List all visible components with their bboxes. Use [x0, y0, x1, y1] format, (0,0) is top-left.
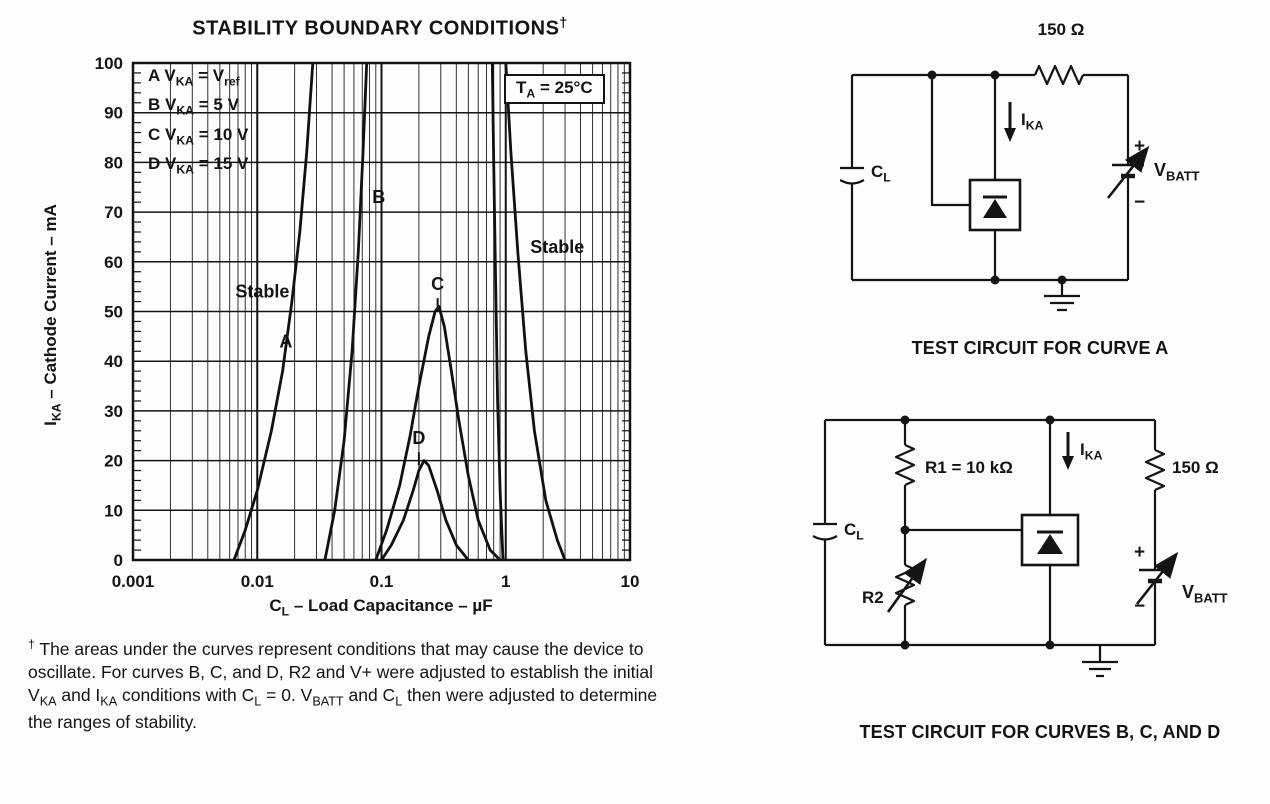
- ika-arrowhead: [1062, 456, 1074, 470]
- ika-label: IKA: [1021, 110, 1044, 133]
- y-tick-label: 0: [114, 551, 123, 570]
- annotation-a: A: [279, 331, 292, 351]
- r2-label: R2: [862, 588, 884, 607]
- circuit-a-caption: TEST CIRCUIT FOR CURVE A: [911, 338, 1169, 358]
- x-axis-title: CL – Load Capacitance – µF: [269, 596, 493, 619]
- temperature-condition: TA = 25°C: [504, 74, 605, 105]
- y-tick-label: 80: [104, 153, 123, 172]
- curve-B: [490, 63, 505, 560]
- x-tick-label: 0.1: [370, 572, 394, 591]
- annotation-stable: Stable: [530, 237, 584, 257]
- legend-item-c: C VKA = 10 V: [148, 124, 249, 148]
- cl-label: CL: [844, 520, 864, 543]
- junction-dot: [1045, 415, 1055, 425]
- circuit-bcd-schematic: [812, 415, 1179, 678]
- resistor-150-label: 150 Ω: [1037, 20, 1085, 39]
- plus-sign: +: [1134, 542, 1146, 563]
- ika-arrowhead: [1004, 128, 1016, 142]
- junction-dot: [900, 640, 910, 650]
- y-tick-label: 20: [104, 452, 123, 471]
- junction-dot: [1045, 640, 1055, 650]
- curve-C: [374, 305, 502, 560]
- y-tick-label: 70: [104, 203, 123, 222]
- curve-D: [380, 459, 470, 560]
- junction-dot: [927, 70, 937, 80]
- annotation-b: B: [372, 187, 385, 207]
- test-circuit-bcd: R1 = 10 kΩ IKA 150 Ω CL R2 + − VBATT TES…: [810, 400, 1270, 760]
- y-tick-label: 50: [104, 303, 123, 322]
- legend-item-d: D VKA = 15 V: [148, 154, 249, 177]
- annotation-d: D: [412, 428, 425, 448]
- chart-title: STABILITY BOUNDARY CONDITIONS†: [192, 14, 568, 40]
- chart-legend: A VKA = Vref B VKA = 5 V C VKA = 10 V D …: [148, 64, 248, 182]
- ika-label: IKA: [1080, 440, 1103, 463]
- resistor-150-label: 150 Ω: [1172, 458, 1219, 477]
- device-triangle: [1037, 534, 1063, 554]
- junction-dot: [900, 415, 910, 425]
- variable-source-arrow: [1106, 145, 1150, 199]
- cl-label: CL: [871, 162, 891, 185]
- curve-A: [232, 63, 315, 560]
- y-tick-label: 40: [104, 352, 123, 371]
- r2-variable-arrow: [886, 557, 928, 613]
- y-tick-label: 60: [104, 253, 123, 272]
- junction-dot: [900, 525, 910, 535]
- junction-dot: [990, 275, 1000, 285]
- legend-item-b: B VKA = 5 V: [148, 95, 239, 118]
- x-tick-label: 10: [621, 572, 640, 591]
- minus-sign: −: [1134, 596, 1146, 617]
- y-axis-title: IKA – Cathode Current – mA: [41, 204, 64, 426]
- variable-source-arrow: [1135, 551, 1179, 605]
- y-tick-label: 90: [104, 104, 123, 123]
- y-tick-label: 10: [104, 501, 123, 520]
- ref-wire: [930, 75, 970, 207]
- test-circuit-a: 150 Ω IKA CL + − VBATT TEST CIRCUIT FOR …: [840, 20, 1270, 390]
- y-tick-label: 30: [104, 402, 123, 421]
- r1-label: R1 = 10 kΩ: [925, 458, 1013, 477]
- curve-A: [504, 63, 567, 560]
- device-triangle: [983, 199, 1007, 218]
- x-tick-label: 1: [501, 572, 510, 591]
- x-tick-label: 0.001: [112, 572, 155, 591]
- ground-icon: [1082, 660, 1118, 678]
- resistor-150: [1144, 448, 1166, 492]
- legend-item-a: A VKA = Vref: [148, 66, 240, 89]
- curve-B: [323, 63, 369, 560]
- resistor-r1: [894, 443, 916, 487]
- junction-dot: [990, 70, 1000, 80]
- vbatt-label: VBATT: [1182, 582, 1228, 606]
- annotation-stable: Stable: [235, 282, 289, 302]
- curves-group: [232, 63, 567, 560]
- circuit-bcd-caption: TEST CIRCUIT FOR CURVES B, C, AND D: [859, 722, 1221, 742]
- plus-sign: +: [1134, 136, 1146, 157]
- footnote: † The areas under the curves represent c…: [28, 637, 658, 732]
- resistor-150: [1033, 64, 1085, 86]
- annotation-c: C: [431, 274, 444, 294]
- vbatt-label: VBATT: [1154, 160, 1200, 184]
- minus-sign: −: [1134, 192, 1146, 213]
- capacitor-plate-bottom: [812, 535, 838, 541]
- capacitor-plate-bottom: [840, 179, 865, 185]
- x-tick-label: 0.01: [241, 572, 274, 591]
- ground-icon: [1044, 294, 1080, 312]
- y-tick-label: 100: [95, 55, 123, 73]
- circuit-a-schematic: [840, 64, 1150, 312]
